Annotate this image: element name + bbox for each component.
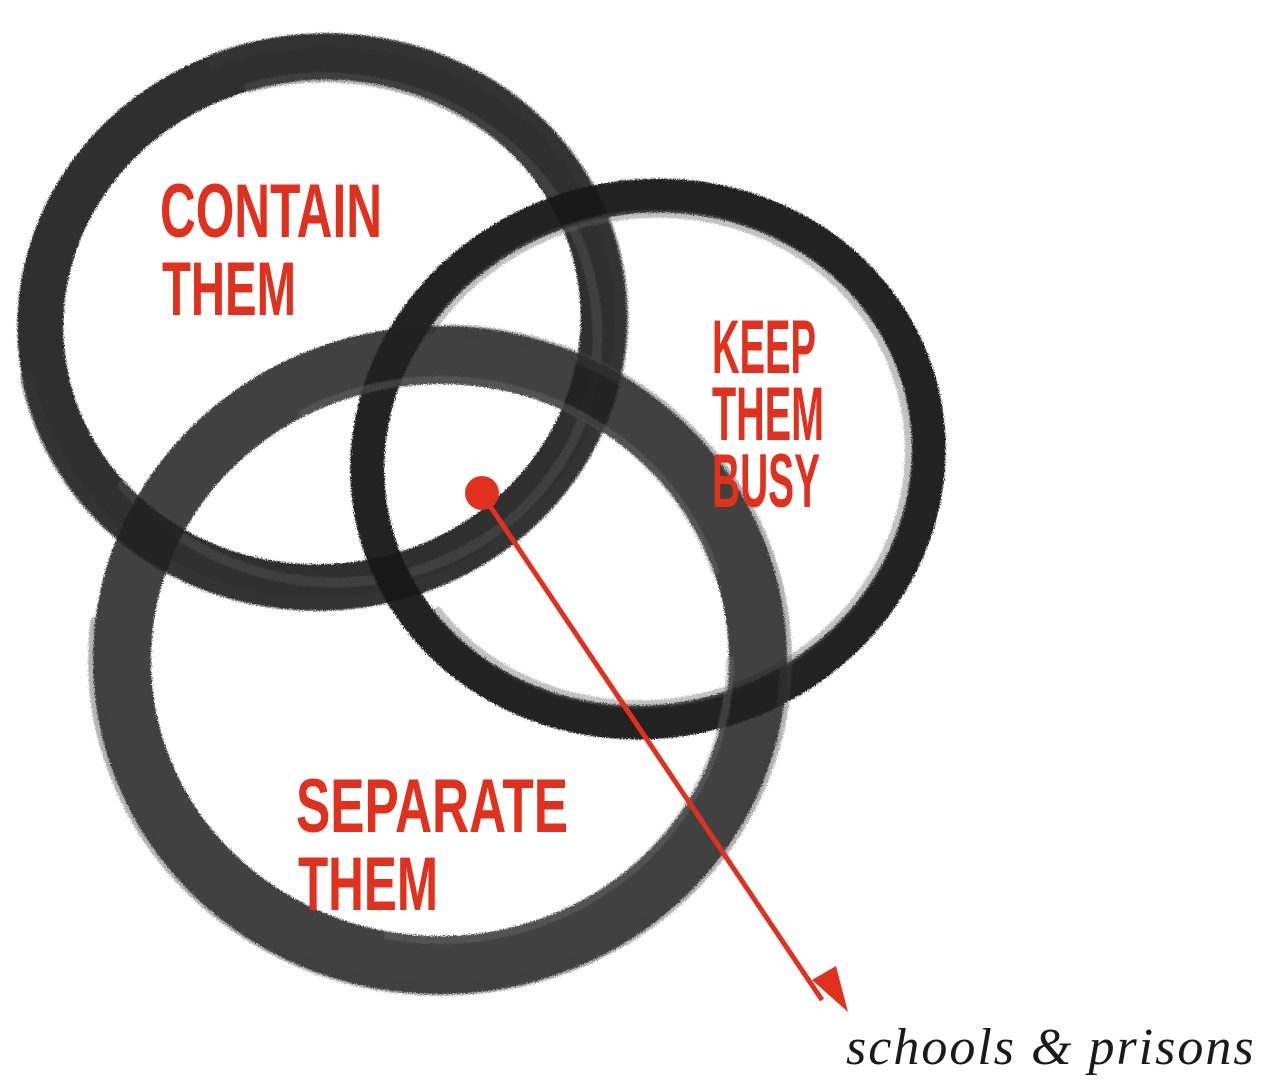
- contain-them-ring: [0, 1, 658, 643]
- keep-label-line-3: BUSY: [712, 439, 820, 524]
- intersection-caption: schools & prisons: [846, 1019, 1256, 1076]
- contain-label-line-1: CONTAIN: [160, 169, 382, 254]
- keep-them-busy-label: KEEP THEM BUSY: [712, 305, 824, 524]
- contain-label-line-2: THEM: [162, 247, 296, 332]
- separate-them-label: SEPARATE THEM: [296, 764, 568, 927]
- separate-label-line-1: SEPARATE: [296, 764, 568, 849]
- intersection-dot: [465, 476, 499, 510]
- separate-label-line-2: THEM: [298, 842, 438, 927]
- contain-them-label: CONTAIN THEM: [160, 169, 382, 332]
